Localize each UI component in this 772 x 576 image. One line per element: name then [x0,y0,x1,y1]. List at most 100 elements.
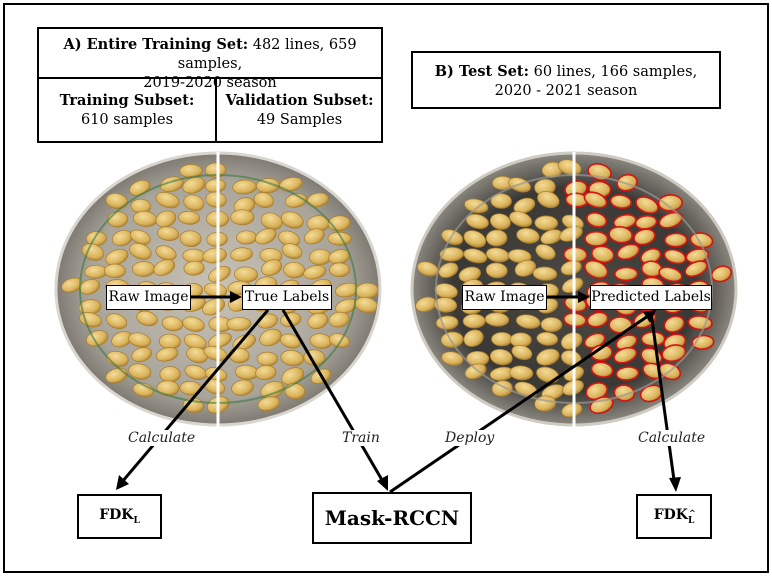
wheat-kernel [616,173,638,192]
fdk-right-text: FDK [653,507,688,523]
fdk-left-text: FDK [99,507,134,523]
wheat-kernel [153,259,176,276]
arrow-calculate-left [120,309,270,483]
wheat-kernel [253,192,274,209]
wheat-kernel [103,263,126,279]
wheat-kernel [230,247,253,262]
wheat-kernel [261,259,283,276]
wheat-kernel [609,194,633,210]
wheat-kernel [658,266,683,283]
wheat-kernel [616,243,640,261]
wheat-kernel [463,230,487,248]
wheat-kernel [235,230,258,245]
arrow-calculate-right-head [669,477,681,492]
wheat-kernel [462,313,486,329]
wheat-kernel [463,329,484,347]
wheat-kernel [663,248,687,265]
wheat-kernel [536,331,559,346]
wheat-kernel [202,247,227,264]
fdk-left-box: FDKL [77,494,162,539]
deploy-label: Deploy [443,430,497,446]
wheat-kernel [128,363,152,380]
wheat-kernel [155,191,180,209]
wheat-kernel [464,363,487,380]
test-set-line2: 2020 - 2021 season [494,83,638,99]
wheat-kernel [511,344,533,361]
wheat-kernel [304,228,325,245]
training-set-divider [39,77,381,79]
wheat-kernel [183,260,205,276]
wheat-kernel [614,266,639,282]
fdk-right-box: FDKL^ [636,494,712,539]
wheat-kernel [514,259,537,277]
wheat-kernel [81,243,105,261]
wheat-kernel [280,333,301,349]
model-name: Mask-RCCN [324,506,460,530]
wheat-kernel [515,314,541,329]
arrow-calculate-right [649,311,676,481]
wheat-kernel [484,312,510,327]
wheat-kernel [105,248,129,266]
test-set-line1: 60 lines, 166 samples, [533,64,698,80]
wheat-kernel [657,194,683,212]
wheat-kernel [281,243,303,260]
wheat-kernel [635,196,659,215]
wheat-kernel [226,316,252,332]
model-box: Mask-RCCN [312,492,472,544]
wheat-kernel [178,210,201,225]
wheat-kernel [256,351,279,367]
flow-arrows [116,291,681,494]
training-subset: Training Subset: 610 samples [39,91,215,130]
wheat-kernel [159,366,181,383]
wheat-kernel [441,351,464,366]
wheat-kernel [534,215,559,231]
wheat-kernel [255,365,277,381]
validation-subset-value: 49 Samples [256,112,343,128]
wheat-kernel [257,396,281,412]
wheat-kernel [615,366,640,381]
training-set-title: A) Entire Training Set: [63,36,249,53]
arrow-deploy-head [643,310,656,323]
wheat-kernel [179,230,202,247]
fdk-right-subscript: L [687,515,695,526]
wheat-kernel [540,317,563,333]
wheat-kernel [536,348,560,366]
wheat-kernel [586,211,608,228]
wheat-kernel [633,228,656,246]
subset-divider [215,77,217,143]
wheat-kernel [155,245,177,261]
validation-subset-title: Validation Subset: [225,92,374,109]
wheat-kernel [254,228,277,245]
fdk-left-subscript: L [133,515,140,526]
training-subset-title: Training Subset: [59,92,195,109]
arrow-train [281,309,384,481]
wheat-kernel [204,162,227,178]
wheat-kernel [535,244,556,260]
right-raw-image-label: Raw Image [462,285,547,310]
wheat-kernel [490,193,512,209]
training-set-line2: 2019-2020 season [143,75,277,91]
wheat-kernel [590,361,614,378]
wheat-kernel [440,331,464,348]
wheat-kernel [231,379,254,396]
wheat-kernel [684,260,708,278]
wheat-kernel [438,262,459,278]
arrow-raw-to-true-head [230,291,242,303]
wheat-kernel [182,176,206,194]
wheat-kernel [537,191,560,209]
wheat-kernel [161,316,184,332]
wheat-kernel [664,232,688,248]
training-subset-value: 610 samples [80,112,174,128]
wheat-kernel [583,191,608,209]
wheat-kernel [61,277,83,293]
test-set-title: B) Test Set: [434,63,529,80]
wheat-kernel [183,194,205,212]
wheat-kernel [491,332,513,347]
arrow-raw-to-predicted-head [578,291,590,303]
wheat-kernel [307,312,329,329]
wheat-kernel [155,347,179,362]
wheat-kernel [489,348,513,366]
training-set-line1: 482 lines, 659 samples, [177,37,357,72]
